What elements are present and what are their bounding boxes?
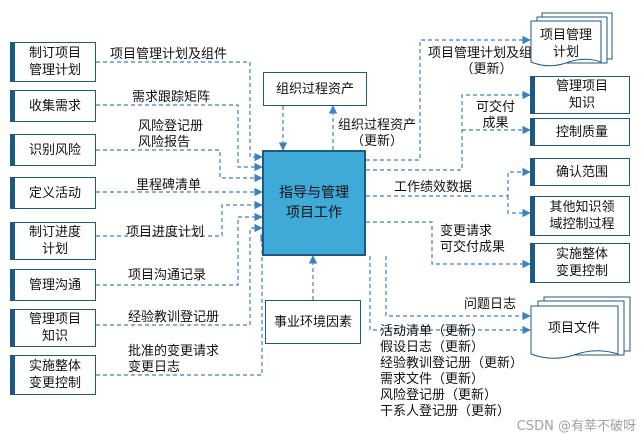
label-opa-update: 组织过程资产 （更新） (338, 118, 417, 149)
label-change-requests: 变更请求 可交付成果 (440, 224, 506, 255)
arrow-plan-update (366, 35, 531, 161)
output-box-validate-scope: 确认范围 (530, 158, 630, 186)
label-lessons-learned: 经验教训登记册 (128, 310, 220, 325)
opa-box: 组织过程资产 (263, 72, 367, 106)
arrow-plan-input (96, 61, 263, 162)
watermark: CSDN @有莘不破呀 (516, 419, 636, 434)
arrow-lessons-input (96, 223, 263, 326)
input-box-manage-communications: 管理沟通 (10, 269, 96, 301)
arrow-other (507, 196, 531, 218)
output-doc-project-plan: 项目管理 计划 (530, 12, 614, 68)
input-box-manage-knowledge: 管理项目 知识 (10, 309, 96, 347)
label-issue-log: 问题日志 (464, 297, 517, 312)
input-box-develop-plan: 制订项目 管理计划 (10, 42, 96, 82)
arrow-req-input (96, 104, 263, 172)
input-box-define-activities: 定义活动 (10, 177, 96, 209)
label-requirements-matrix: 需求跟踪矩阵 (132, 90, 211, 105)
arrow-schedule-input (96, 200, 263, 237)
input-box-identify-risks: 识别风险 (10, 134, 96, 166)
label-approved-changes: 批准的变更请求 变更日志 (128, 344, 220, 375)
input-box-integrated-change: 实施整体 变更控制 (10, 355, 96, 395)
label-schedule: 项目进度计划 (126, 225, 205, 240)
arrow-comm-input (96, 212, 263, 286)
arrow-project-docs (369, 256, 531, 335)
arrow-change-input (96, 233, 269, 376)
arrow-change-control (366, 221, 531, 269)
output-box-other-controls: 其他知识领 域控制过程 (530, 196, 630, 236)
output-box-control-quality: 控制质量 (530, 118, 630, 146)
label-communications: 项目沟通记录 (128, 268, 207, 283)
output-doc-project-documents: 项目文件 (530, 296, 632, 362)
output-box-integrated-change: 实施整体 变更控制 (530, 243, 630, 283)
label-plan-components: 项目管理计划及组件 (110, 47, 228, 62)
label-risk-register: 风险登记册 风险报告 (138, 119, 204, 150)
output-doc-project-plan-label: 项目管理 计划 (539, 28, 592, 60)
label-deliverables: 可交付 成果 (476, 100, 516, 131)
arrow-knowledge (366, 90, 531, 171)
document-stack-icon (530, 12, 613, 67)
output-doc-project-documents-label: 项目文件 (547, 321, 600, 336)
document-stack-icon (530, 296, 631, 359)
output-box-manage-knowledge: 管理项目 知识 (530, 76, 630, 114)
label-plan-update: 项目管理计划及组件 （更新） (428, 46, 546, 77)
arrow-scope (366, 167, 531, 197)
label-work-performance: 工作绩效数据 (394, 180, 473, 195)
arrow-risk-input (96, 149, 263, 183)
input-box-develop-schedule: 制订进度 计划 (10, 222, 96, 260)
center-process-box: 指导与管理 项目工作 (262, 150, 366, 256)
eef-box: 事业环境因素 (265, 300, 361, 344)
label-milestone-list: 里程碑清单 (136, 178, 202, 193)
label-updates-list: 活动清单（更新） 假设日志（更新） 经验教训登记册（更新） 需求文件（更新） 风… (380, 324, 524, 419)
input-box-collect-requirements: 收集需求 (10, 90, 96, 122)
arrow-issue-log (385, 256, 531, 321)
